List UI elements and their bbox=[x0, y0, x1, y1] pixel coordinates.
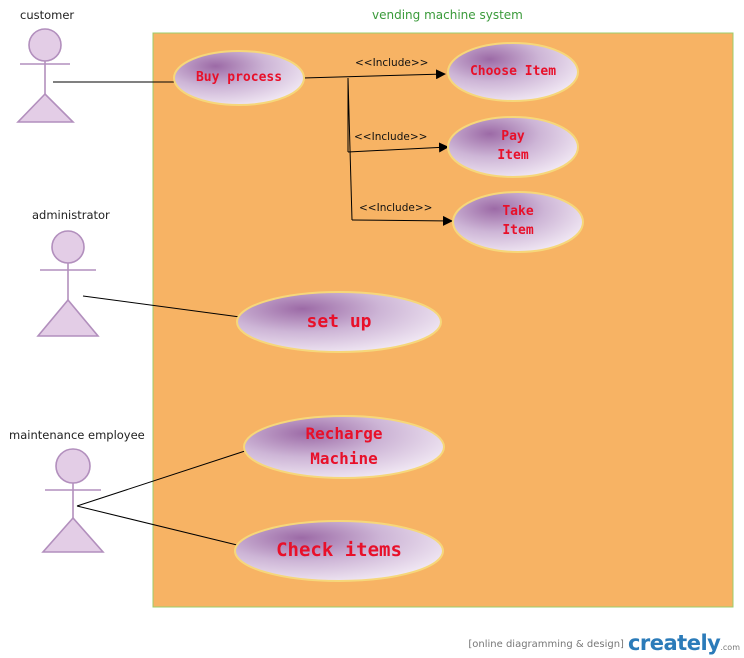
usecase-choose-item[interactable]: Choose Item bbox=[448, 43, 578, 101]
usecase-take-item-label-line2: Item bbox=[502, 223, 534, 238]
usecase-pay-item-label-line2: Item bbox=[497, 148, 529, 163]
usecase-buy-process-shape bbox=[173, 50, 305, 106]
footer-brand-suffix: .com bbox=[720, 643, 740, 652]
usecase-set-up-shape bbox=[236, 291, 442, 353]
footer-tagline: [online diagramming & design] bbox=[468, 639, 624, 650]
include-label-pay-item: <<Include>> bbox=[354, 131, 428, 143]
association-administrator-set-up bbox=[82, 295, 241, 318]
include-label-take-item: <<Include>> bbox=[359, 202, 433, 214]
usecase-recharge-machine-label-line1: Recharge bbox=[305, 424, 383, 444]
usecase-take-item-label-line1: Take bbox=[502, 204, 534, 220]
usecase-set-up-label: set up bbox=[306, 310, 372, 332]
association-maintenance-check-items bbox=[76, 505, 238, 546]
usecase-recharge-machine-shape bbox=[243, 415, 445, 479]
actor-maintenance-figure bbox=[41, 448, 105, 553]
usecase-recharge-machine-label-line2: Machine bbox=[310, 449, 378, 468]
actor-customer-label: customer bbox=[20, 8, 75, 22]
association-maintenance-recharge bbox=[76, 450, 246, 507]
creately-logo[interactable]: creately bbox=[627, 631, 721, 655]
usecase-take-item-shape bbox=[452, 191, 584, 253]
usecase-pay-item[interactable]: Pay Item bbox=[448, 117, 578, 177]
usecase-check-items-label: Check items bbox=[276, 539, 402, 562]
usecase-choose-item-label: Choose Item bbox=[469, 63, 557, 79]
actor-maintenance-label: maintenance employee bbox=[9, 428, 145, 442]
usecase-check-items[interactable]: Check items bbox=[235, 521, 443, 581]
usecase-buy-process[interactable]: Buy process bbox=[174, 51, 304, 105]
usecase-pay-item-shape bbox=[447, 116, 579, 178]
include-relations bbox=[302, 69, 453, 226]
usecase-recharge-machine[interactable]: Recharge Machine bbox=[244, 416, 444, 478]
include-label-choose-item: <<Include>> bbox=[355, 57, 429, 69]
usecase-take-item[interactable]: Take Item bbox=[453, 192, 583, 252]
actor-administrator-figure bbox=[36, 230, 100, 337]
footer-watermark: [online diagramming & design] creately .… bbox=[468, 633, 740, 654]
usecase-pay-item-label-line1: Pay bbox=[501, 129, 525, 145]
actor-administrator-label: administrator bbox=[32, 208, 110, 222]
usecase-check-items-shape bbox=[234, 520, 444, 582]
usecase-buy-process-label: Buy process bbox=[195, 69, 283, 85]
usecase-set-up[interactable]: set up bbox=[237, 292, 441, 352]
system-title: vending machine system bbox=[372, 8, 523, 22]
usecase-choose-item-shape bbox=[447, 42, 579, 102]
actor-customer-figure bbox=[16, 28, 75, 123]
